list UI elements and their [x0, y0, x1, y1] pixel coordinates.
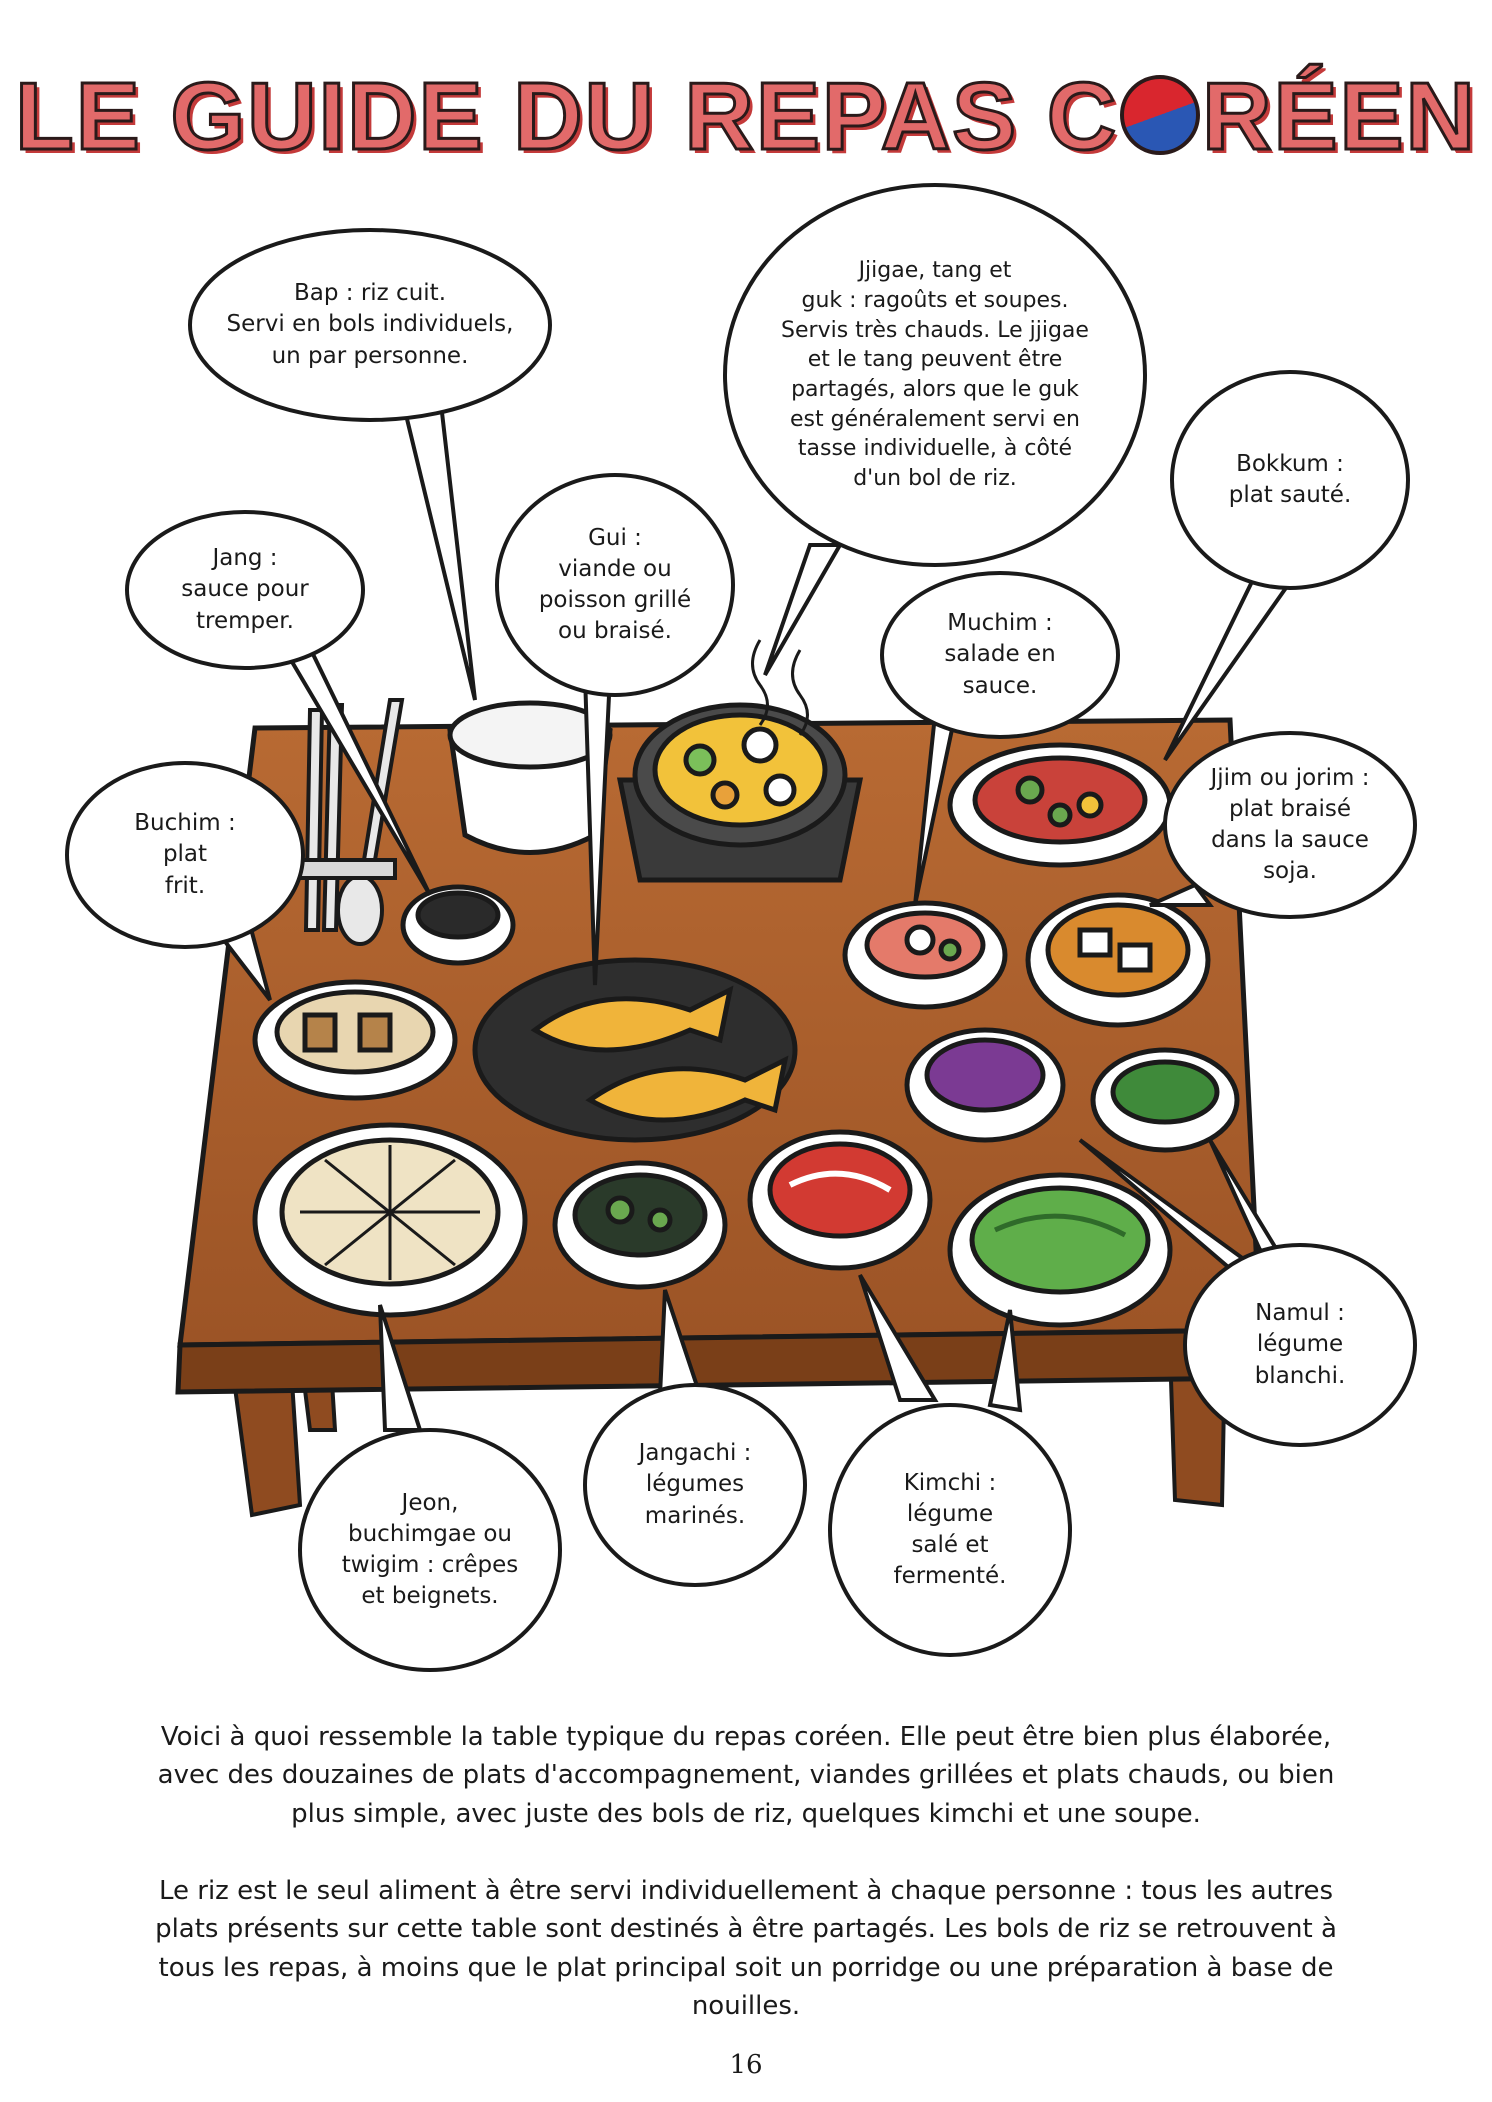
label-buchim: Buchim : plat frit. — [134, 810, 236, 899]
bubble-tail-bap — [397, 387, 477, 701]
green-side-bowl — [1090, 1047, 1240, 1153]
page-title: LE GUIDE DU REPAS C RÉEN — [0, 62, 1492, 172]
label-jang: Jang : sauce pour tremper. — [181, 545, 309, 634]
stew-pot — [616, 639, 864, 883]
title-text-end: RÉEN — [1201, 62, 1477, 172]
label-muchim: Muchim : salade en sauce. — [944, 610, 1056, 699]
paragraph-rice: Le riz est le seul aliment à être servi … — [155, 1876, 1337, 2022]
label-jjim: Jjim ou jorim : plat braisé dans la sauc… — [1210, 764, 1370, 885]
bubble-muchim — [880, 571, 1120, 739]
korean-meal-table-illustration — [65, 183, 1417, 1672]
bubble-jeon — [298, 1428, 562, 1672]
pickled-vegetables-bowl — [552, 1160, 728, 1290]
bubble-jangachi — [583, 1383, 807, 1587]
braised-dish-bowl — [1025, 892, 1211, 1028]
bubble-tail-jjigae — [763, 543, 844, 676]
bubble-kimchi — [828, 1403, 1072, 1657]
bubble-tail-jjim — [1149, 882, 1214, 907]
bubble-namul — [1183, 1243, 1417, 1447]
label-jjigae: Jjigae, tang et guk : ragoûts et soupes.… — [781, 258, 1089, 492]
salad-bowl — [842, 900, 1008, 1010]
bubble-buchim — [65, 761, 305, 949]
rice-bowl — [447, 700, 613, 855]
page-number: 16 — [729, 2050, 763, 2080]
bubble-jjigae — [723, 183, 1147, 567]
paragraph-intro: Voici à quoi ressemble la table typique … — [157, 1722, 1335, 1829]
bubble-tail-jeon — [378, 1304, 423, 1432]
dipping-sauce-bowl — [400, 884, 516, 966]
stir-fry-plate — [947, 742, 1173, 868]
label-jeon: Jeon, buchimgae ou twigim : crêpes et be… — [341, 1489, 519, 1610]
namul-plate — [947, 1172, 1173, 1328]
label-kimchi: Kimchi : légume salé et fermenté. — [893, 1469, 1007, 1590]
bubble-bap — [188, 228, 552, 422]
fried-dish-plate — [252, 979, 458, 1101]
chopsticks-spoon — [298, 698, 405, 946]
speech-bubbles — [65, 183, 1417, 1672]
pancake-plate — [252, 1122, 528, 1318]
purple-side-bowl — [904, 1027, 1066, 1143]
bubble-tail-kimchi-2 — [987, 1309, 1023, 1413]
label-jangachi: Jangachi : légumes marinés. — [638, 1440, 752, 1529]
kimchi-bowl — [747, 1129, 933, 1271]
bubble-jjim — [1163, 731, 1417, 919]
title-text-start: LE GUIDE DU REPAS C — [14, 62, 1119, 172]
label-bap: Bap : riz cuit. Servi en bols individuel… — [226, 280, 514, 369]
bubble-gui — [495, 473, 735, 697]
label-gui: Gui : viande ou poisson grillé ou braisé… — [538, 524, 692, 645]
bubble-tail-kimchi — [858, 1273, 939, 1402]
label-bokkum: Bokkum : plat sauté. — [1228, 450, 1352, 508]
bubble-jang — [125, 510, 365, 670]
taeguk-yin-yang-icon — [1120, 75, 1201, 155]
label-namul: Namul : légume blanchi. — [1254, 1300, 1346, 1389]
grilled-fish-plate — [472, 957, 798, 1143]
bubble-bokkum — [1170, 370, 1410, 590]
